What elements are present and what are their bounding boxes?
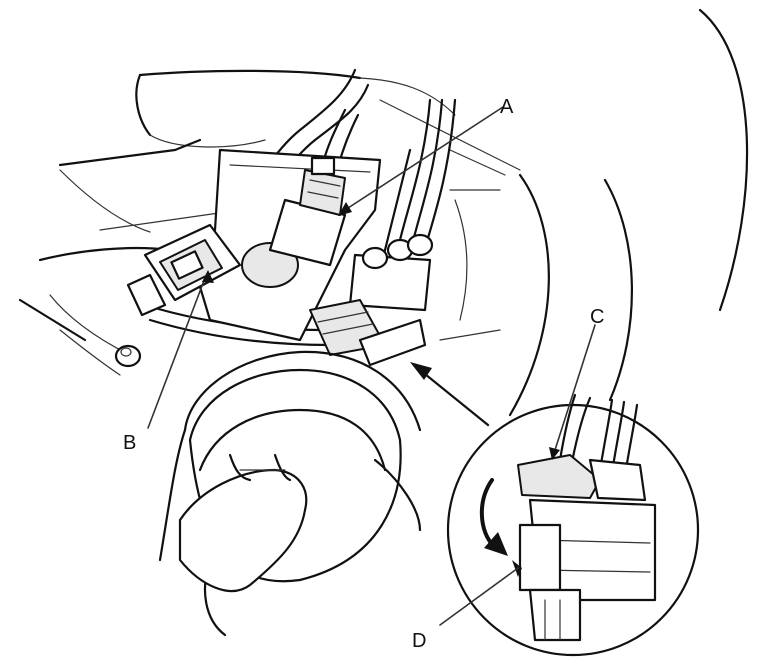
callout-label-b: B (123, 432, 136, 454)
steering-column (158, 350, 422, 637)
grommet (114, 344, 142, 368)
connector-b (126, 223, 242, 317)
callout-label-a: A (500, 96, 514, 118)
connector-a (268, 156, 347, 267)
callout-leaders (147, 106, 596, 626)
body-panel-outlines (18, 8, 749, 417)
pointer-arrow (410, 362, 490, 427)
connector-cd-main (309, 233, 434, 367)
detail-inset (446, 393, 700, 657)
callout-label-c: C (590, 306, 604, 328)
callout-label-d: D (412, 630, 426, 652)
